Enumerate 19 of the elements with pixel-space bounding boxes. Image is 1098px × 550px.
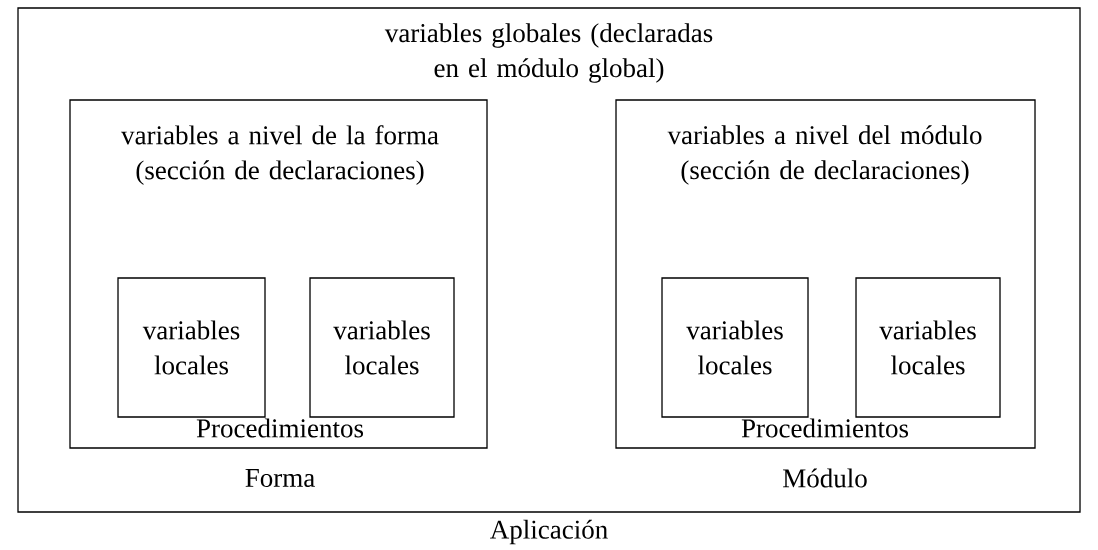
scope-box	[17, 7, 1081, 545]
box-label: variables locales	[333, 320, 430, 375]
scope-label: Aplicación	[490, 519, 608, 545]
box-label: variables locales	[142, 320, 240, 375]
scope-box	[615, 99, 1036, 488]
variable-box	[117, 277, 266, 418]
box-label: variables locales	[686, 320, 783, 375]
scope-label: Procedimientos	[196, 418, 364, 438]
scope-box	[69, 99, 488, 487]
scope-heading: variables a nivel del módulo (sección de declaraciones)	[667, 125, 982, 185]
scope-label: Módulo	[783, 468, 867, 488]
box-label: variables locales	[879, 320, 976, 375]
variable-box	[855, 277, 1001, 418]
scope-label: Forma	[245, 469, 315, 487]
scope-heading: variables a nivel de la forma (sección de declaraciones)	[121, 125, 439, 185]
scope-label: Procedimientos	[741, 418, 909, 438]
variable-box	[661, 277, 809, 418]
scope-heading: variables globales (declaradas en el módulo global)	[384, 23, 713, 83]
variable-box	[309, 277, 455, 418]
